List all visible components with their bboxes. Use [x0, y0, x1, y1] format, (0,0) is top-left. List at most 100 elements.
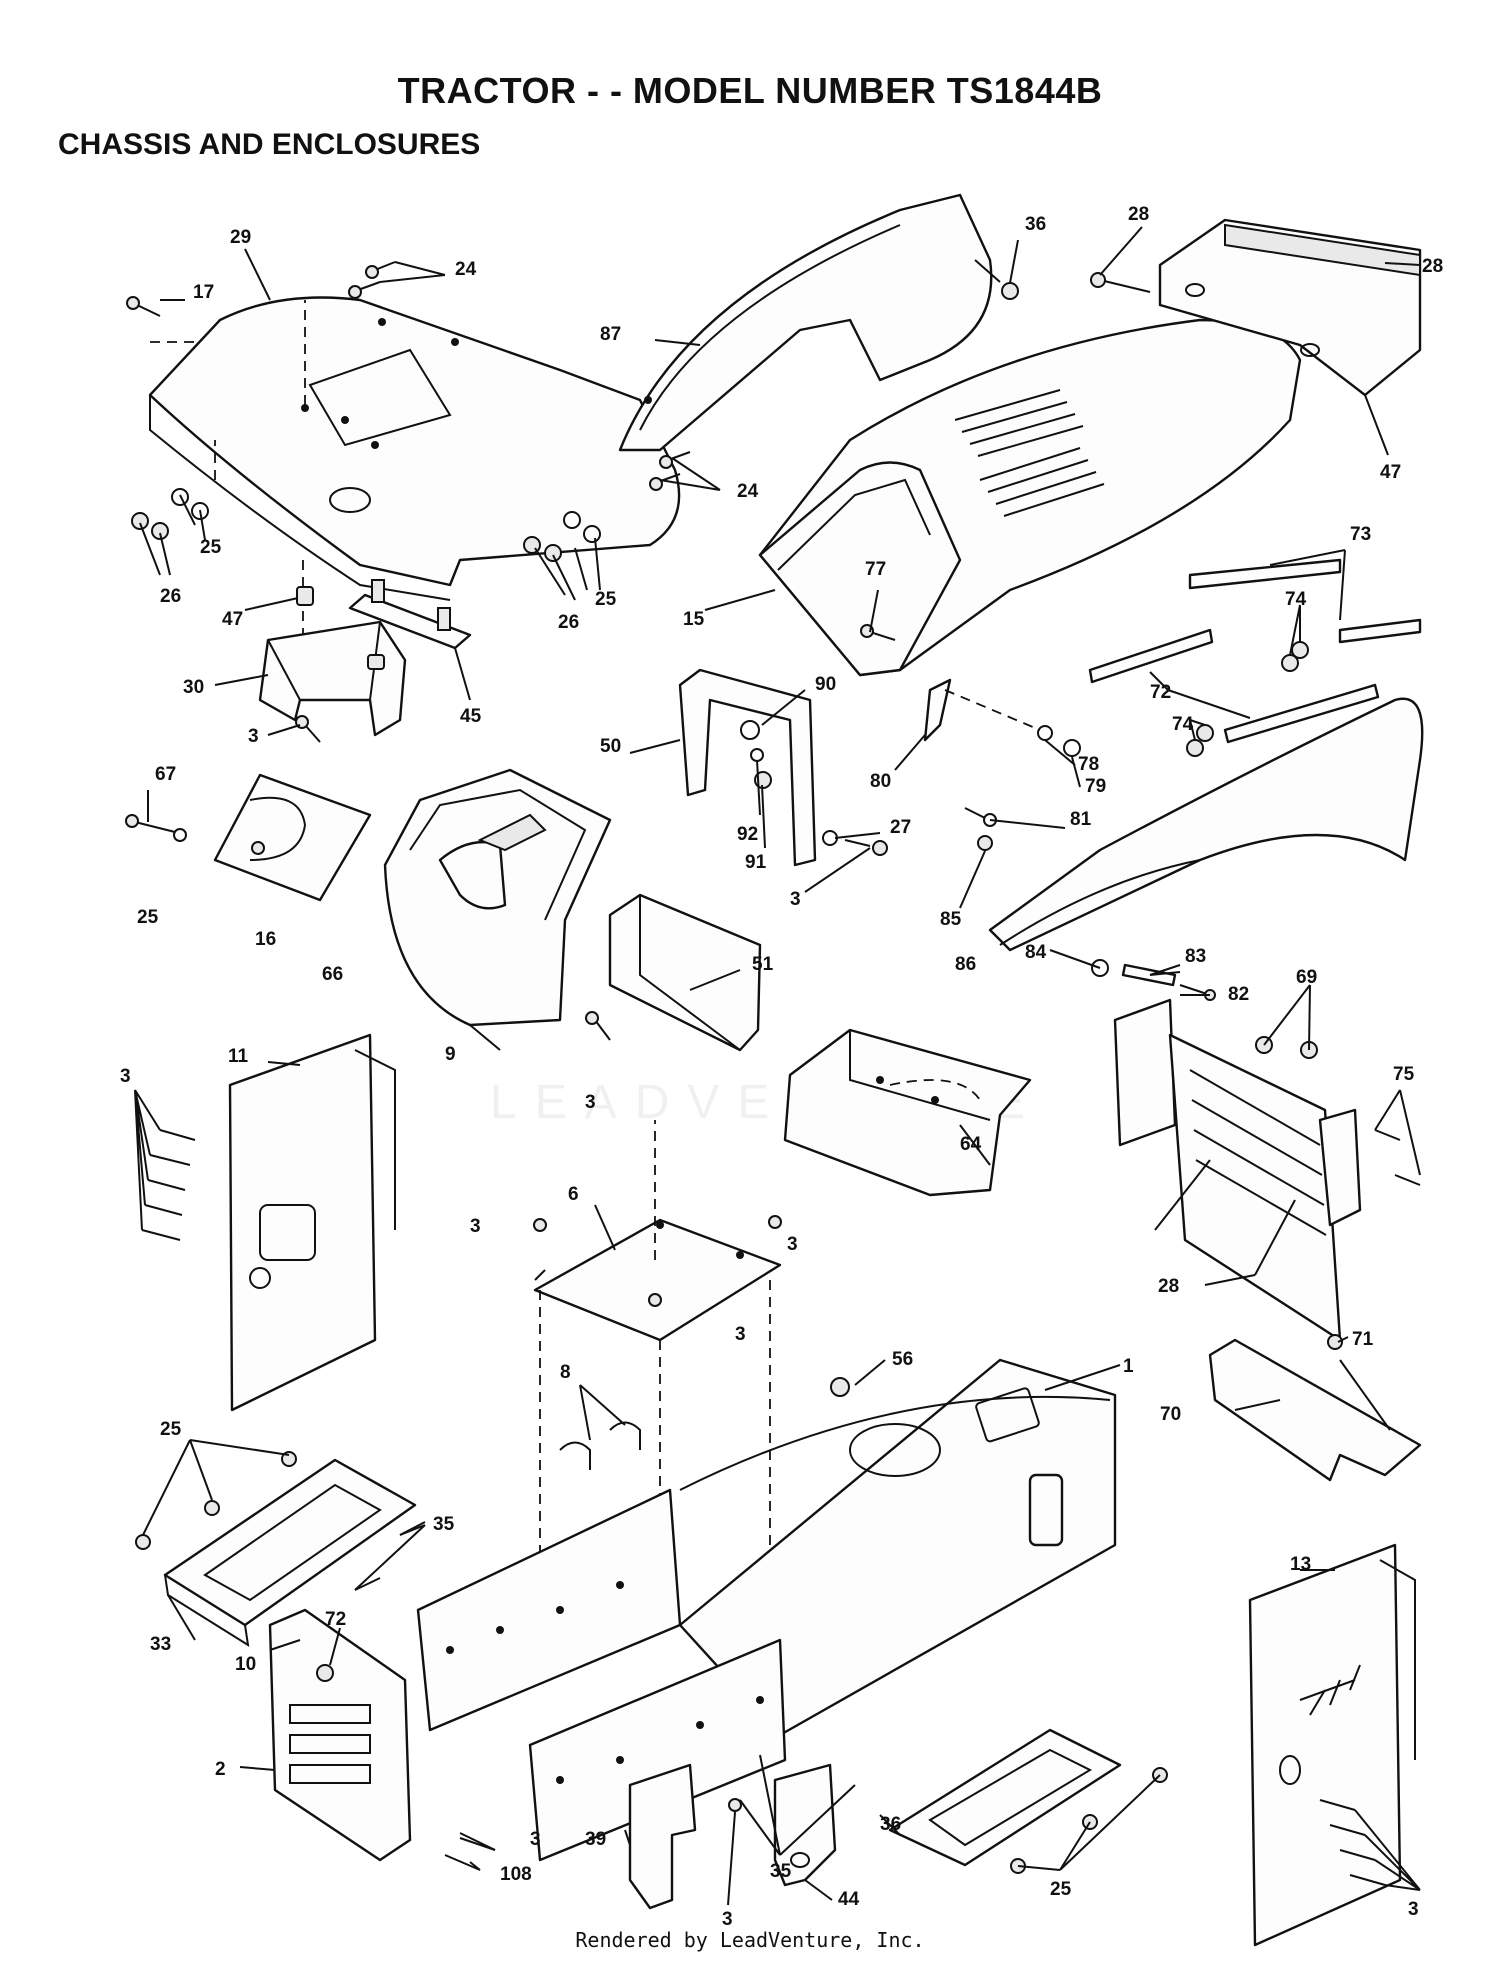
callout-label: 86 — [955, 954, 976, 975]
footer-credit: Rendered by LeadVenture, Inc. — [575, 1928, 925, 1952]
callout-label: 3 — [735, 1324, 746, 1345]
callout-label: 24 — [737, 481, 759, 502]
callout-label: 3 — [1408, 1899, 1419, 1920]
callout-label: 45 — [460, 706, 482, 727]
callout-label: 91 — [745, 852, 767, 873]
callout-label: 25 — [200, 537, 222, 558]
callout-label: 72 — [1150, 682, 1171, 703]
callout-label: 84 — [1025, 942, 1047, 963]
callout-label: 1 — [1123, 1356, 1134, 1377]
callout-label: 25 — [137, 907, 159, 928]
callout-label: 35 — [433, 1514, 455, 1535]
callout-label: 24 — [455, 259, 477, 280]
callout-label: 39 — [585, 1829, 606, 1850]
callout-label: 64 — [960, 1134, 982, 1155]
rear-bracket — [268, 1608, 496, 1871]
dash-tower — [383, 768, 612, 1027]
callout-label: 6 — [568, 1184, 579, 1205]
left-side-panel — [141, 1033, 396, 1412]
callout-label: 30 — [183, 677, 204, 698]
callout-label: 75 — [1393, 1064, 1415, 1085]
callout-label: 3 — [120, 1066, 131, 1087]
callout-label: 3 — [585, 1092, 596, 1113]
callout-label: 87 — [600, 324, 621, 345]
dash-front-cover — [585, 893, 762, 1052]
callout-label: 56 — [892, 1349, 913, 1370]
hood-frame-support — [678, 668, 888, 867]
callout-label: 80 — [870, 771, 891, 792]
callout-labels: 29 17 24 24 25 26 26 25 47 30 45 3 67 25… — [120, 204, 1443, 1930]
dash-lower-panel — [125, 773, 372, 902]
callout-label: 28 — [1158, 1276, 1179, 1297]
hood — [758, 318, 1302, 677]
callout-label: 67 — [155, 764, 176, 785]
callout-label: 9 — [445, 1044, 456, 1065]
support-plate — [1208, 1334, 1422, 1482]
grille-nose — [1090, 218, 1422, 397]
wire-clips — [559, 1421, 641, 1470]
callout-label: 28 — [1422, 256, 1443, 277]
callout-label: 70 — [1160, 1404, 1181, 1425]
callout-label: 81 — [1070, 809, 1092, 830]
lower-brackets — [628, 1763, 837, 1910]
callout-label: 3 — [248, 726, 259, 747]
callout-label: 25 — [595, 589, 617, 610]
callout-label: 3 — [790, 889, 801, 910]
left-footrest — [135, 1451, 426, 1651]
callout-label: 36 — [1025, 214, 1046, 235]
callout-label: 47 — [1380, 462, 1401, 483]
callout-label: 77 — [865, 559, 886, 580]
steering-support-bracket — [783, 1028, 1032, 1197]
callout-label: 82 — [1228, 984, 1249, 1005]
callout-label: 8 — [560, 1362, 571, 1383]
callout-label: 17 — [193, 282, 214, 303]
callout-label: 27 — [890, 817, 911, 838]
main-frame — [416, 1358, 1117, 1862]
callout-label: 72 — [325, 1609, 346, 1630]
section-title: CHASSIS AND ENCLOSURES — [58, 128, 481, 161]
callout-label: 47 — [222, 609, 243, 630]
callout-label: 3 — [470, 1216, 481, 1237]
callout-label: 71 — [1352, 1329, 1374, 1350]
callout-label: 16 — [255, 929, 276, 950]
callout-label: 92 — [737, 824, 758, 845]
callout-label: 25 — [1050, 1879, 1072, 1900]
callout-label: 85 — [940, 909, 962, 930]
right-side-panel — [1248, 1543, 1416, 1947]
callout-label: 83 — [1185, 946, 1206, 967]
hardware-upper-left — [126, 261, 691, 562]
callout-label: 10 — [235, 1654, 256, 1675]
callout-label: 11 — [228, 1046, 249, 1067]
battery-tray — [533, 1120, 782, 1600]
callout-label: 2 — [215, 1759, 226, 1780]
callout-label: 108 — [500, 1864, 532, 1885]
callout-label: 28 — [1128, 204, 1149, 225]
callout-label: 51 — [752, 954, 774, 975]
callout-label: 44 — [838, 1889, 860, 1910]
callout-label: 69 — [1296, 967, 1317, 988]
hood-side-panel — [618, 193, 1019, 452]
callout-label: 3 — [787, 1234, 798, 1255]
callout-label: 26 — [160, 586, 181, 607]
callout-label: 50 — [600, 736, 621, 757]
callout-label: 26 — [558, 612, 579, 633]
callout-label: 35 — [770, 1861, 792, 1882]
callout-leaders — [134, 226, 1421, 1906]
callout-label: 79 — [1085, 776, 1106, 797]
callout-label: 78 — [1078, 754, 1099, 775]
callout-label: 66 — [322, 964, 343, 985]
callout-label: 74 — [1172, 714, 1194, 735]
callout-label: 29 — [230, 227, 251, 248]
callout-label: 3 — [530, 1829, 541, 1850]
callout-label: 15 — [683, 609, 705, 630]
callout-label: 3 — [722, 1909, 733, 1930]
callout-label: 25 — [160, 1419, 182, 1440]
callout-label: 33 — [150, 1634, 171, 1655]
callout-label: 73 — [1350, 524, 1371, 545]
callout-label: 90 — [815, 674, 836, 695]
callout-label: 13 — [1290, 1554, 1311, 1575]
dash-support-bracket — [258, 579, 472, 743]
callout-label: 74 — [1285, 589, 1307, 610]
page-title: TRACTOR - - MODEL NUMBER TS1844B — [397, 70, 1103, 111]
